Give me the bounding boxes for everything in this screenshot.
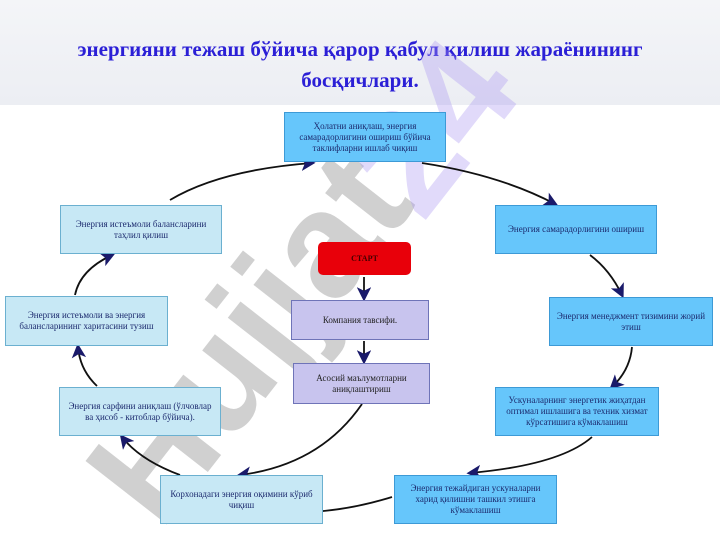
step-box: Корхонадаги энергия оқимини кўриб чиқиш — [160, 475, 323, 524]
step-box: Энергия сарфини аниқлаш (ўлчовлар ва ҳис… — [59, 387, 221, 436]
arrow — [119, 434, 181, 476]
step-box: Энергия истеъмоли ва энергия балансларин… — [5, 296, 168, 346]
connector-arrows — [71, 156, 633, 519]
page-title: энергияни тежаш бўйича қарор қабул қилиш… — [77, 37, 643, 92]
arrow — [71, 343, 98, 387]
arrow — [236, 403, 363, 481]
arrow — [609, 346, 633, 390]
step-box: Энергия менеджмент тизимини жорий этиш — [549, 297, 713, 346]
company-description-box: Компания тавсифи. — [291, 300, 429, 340]
arrow — [466, 436, 593, 480]
step-box: Энергия самарадорлигини ошириш — [495, 205, 657, 254]
step-box: Энергия тежайдиган ускуналарни харид қил… — [394, 475, 557, 524]
arrow — [421, 162, 559, 206]
arrow — [169, 156, 316, 201]
step-box: Ускуналарнинг энергетик жиҳатдан оптимал… — [495, 387, 659, 436]
step-box: Ҳолатни аниқлаш, энергия самарадорлигини… — [284, 112, 446, 162]
basic-data-box: Асосий маълумотларни аниқлаштириш — [293, 363, 430, 404]
start-box: СТАРТ — [318, 242, 411, 275]
step-box: Энергия истеъмоли балансларини таҳлил қи… — [60, 205, 222, 254]
arrow — [74, 253, 116, 296]
header-band — [0, 0, 720, 105]
arrow — [589, 254, 624, 299]
